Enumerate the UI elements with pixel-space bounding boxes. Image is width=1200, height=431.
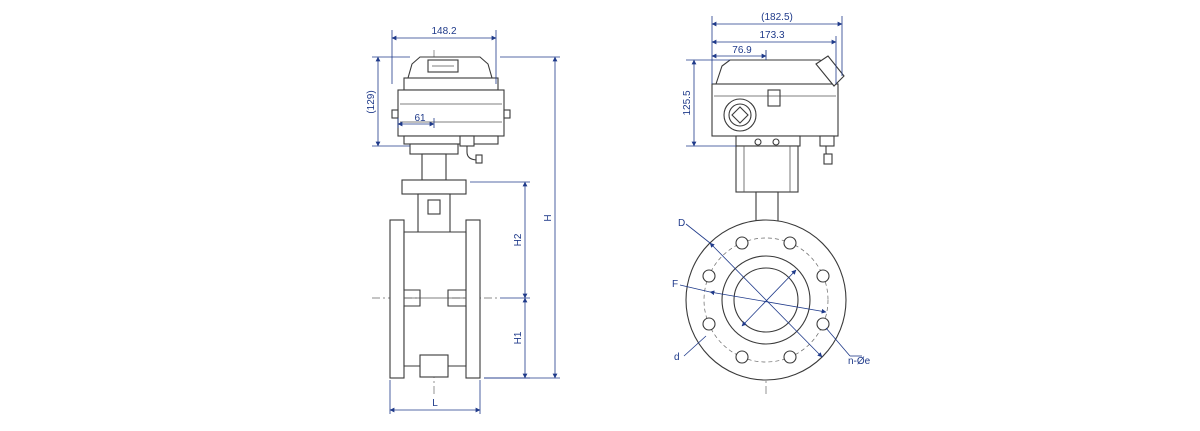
- bolt-hole: [735, 350, 749, 364]
- front-view: (182.5) 173.3 76.9 125.5 D: [672, 12, 871, 395]
- dim-182-label: (182.5): [761, 12, 793, 23]
- dim-173-label: 173.3: [759, 30, 784, 41]
- leader-F-label: F: [672, 279, 678, 290]
- leader-nOe: n-Øe: [825, 327, 871, 367]
- bolt-hole: [735, 236, 749, 250]
- leader-d: d: [674, 269, 797, 363]
- bolt-hole: [702, 317, 716, 331]
- dim-125: 125.5: [682, 59, 736, 147]
- leader-d-label: d: [674, 352, 680, 363]
- dim-61-label: 61: [414, 113, 426, 124]
- side-valve-body: [389, 219, 481, 379]
- dim-H1-label: H1: [513, 331, 524, 344]
- side-actuator: [391, 56, 511, 164]
- leader-nOe-label: n-Øe: [848, 356, 871, 367]
- bolt-hole: [816, 269, 830, 283]
- dim-76-label: 76.9: [732, 45, 752, 56]
- dim-offset-61: 61: [397, 113, 435, 128]
- dim-L: L: [389, 380, 481, 414]
- bolt-hole: [702, 269, 716, 283]
- dim-148-label: 148.2: [431, 26, 456, 37]
- bolt-hole: [783, 350, 797, 364]
- bolt-hole: [783, 236, 797, 250]
- dim-129-label: (129): [366, 90, 377, 113]
- dim-L-label: L: [432, 398, 438, 409]
- front-actuator: [711, 55, 845, 165]
- dim-H-label: H: [543, 214, 554, 221]
- dim-width-148: 148.2: [391, 26, 497, 84]
- bolt-circle: [703, 237, 829, 363]
- dim-76: 76.9: [711, 45, 767, 60]
- side-neck: [401, 143, 467, 255]
- leader-D-label: D: [678, 218, 685, 229]
- bolt-hole: [816, 317, 830, 331]
- dim-173: 173.3: [711, 30, 837, 84]
- dim-125-label: 125.5: [682, 90, 693, 115]
- dim-H2-label: H2: [513, 233, 524, 246]
- dim-H1: H1: [484, 297, 530, 379]
- side-view: 148.2 (129) 61 H H2: [366, 26, 560, 414]
- dim-height-129: (129): [366, 56, 410, 147]
- front-neck: [735, 138, 799, 223]
- dim-182: (182.5): [711, 12, 843, 84]
